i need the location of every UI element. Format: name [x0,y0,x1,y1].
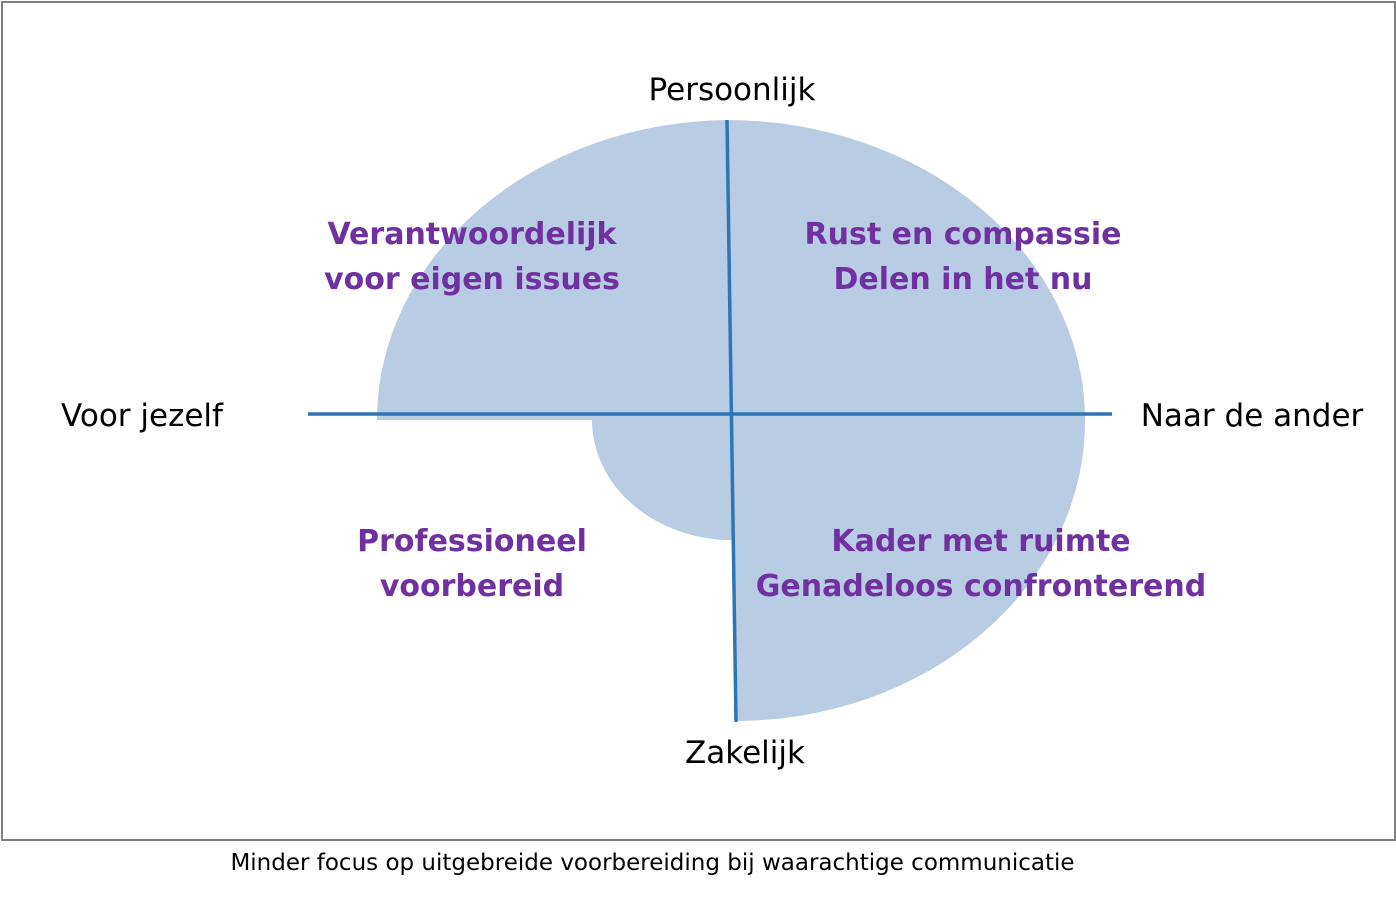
diagram-caption: Minder focus op uitgebreide voorbereidin… [230,850,1075,876]
axis-label-right: Naar de ander [1141,398,1364,434]
quadrant-top-right-line-2: Delen in het nu [834,262,1093,297]
diagram-frame [1,1,1396,841]
vertical-axis-line [725,119,738,723]
quadrant-top-right-line-1: Rust en compassie [805,217,1122,252]
quadrant-bottom-left-line-1: Professioneel [357,524,587,559]
quadrant-top-left-line-1: Verantwoordelijk [327,217,617,252]
quadrant-bottom-left-line-2: voorbereid [380,569,564,604]
quadrant-bottom-right-line-1: Kader met ruimte [831,524,1130,559]
quadrant-bottom-right-line-2: Genadeloos confronterend [756,569,1206,604]
axis-label-top: Persoonlijk [649,72,816,108]
axis-label-bottom: Zakelijk [685,735,805,771]
axis-label-left: Voor jezelf [61,398,224,434]
quadrant-top-left-line-2: voor eigen issues [324,262,620,297]
